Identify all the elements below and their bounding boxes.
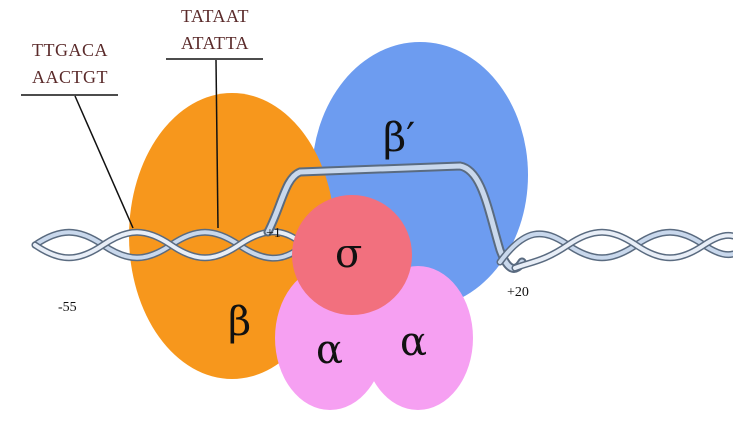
- beta-prime-label: β′: [383, 118, 415, 158]
- minus35-sequence-label: TTGACA AACTGT: [22, 40, 118, 87]
- sigma-label: σ: [335, 234, 362, 274]
- minus10-bottom-strand: ATATTA: [167, 33, 263, 53]
- position-upstream-label: -55: [58, 300, 77, 316]
- beta-label: β: [228, 302, 251, 342]
- alpha-left-label: α: [316, 330, 343, 370]
- minus10-sequence-label: TATAAT ATATTA: [167, 6, 263, 53]
- position-downstream-label: +20: [507, 285, 529, 301]
- position-start-label: +1: [266, 226, 281, 242]
- minus35-bottom-strand: AACTGT: [22, 67, 118, 87]
- minus10-top-strand: TATAAT: [167, 6, 263, 26]
- minus35-top-strand: TTGACA: [22, 40, 118, 60]
- minus35-pointer-line: [75, 96, 133, 228]
- alpha-right-label: α: [400, 322, 427, 362]
